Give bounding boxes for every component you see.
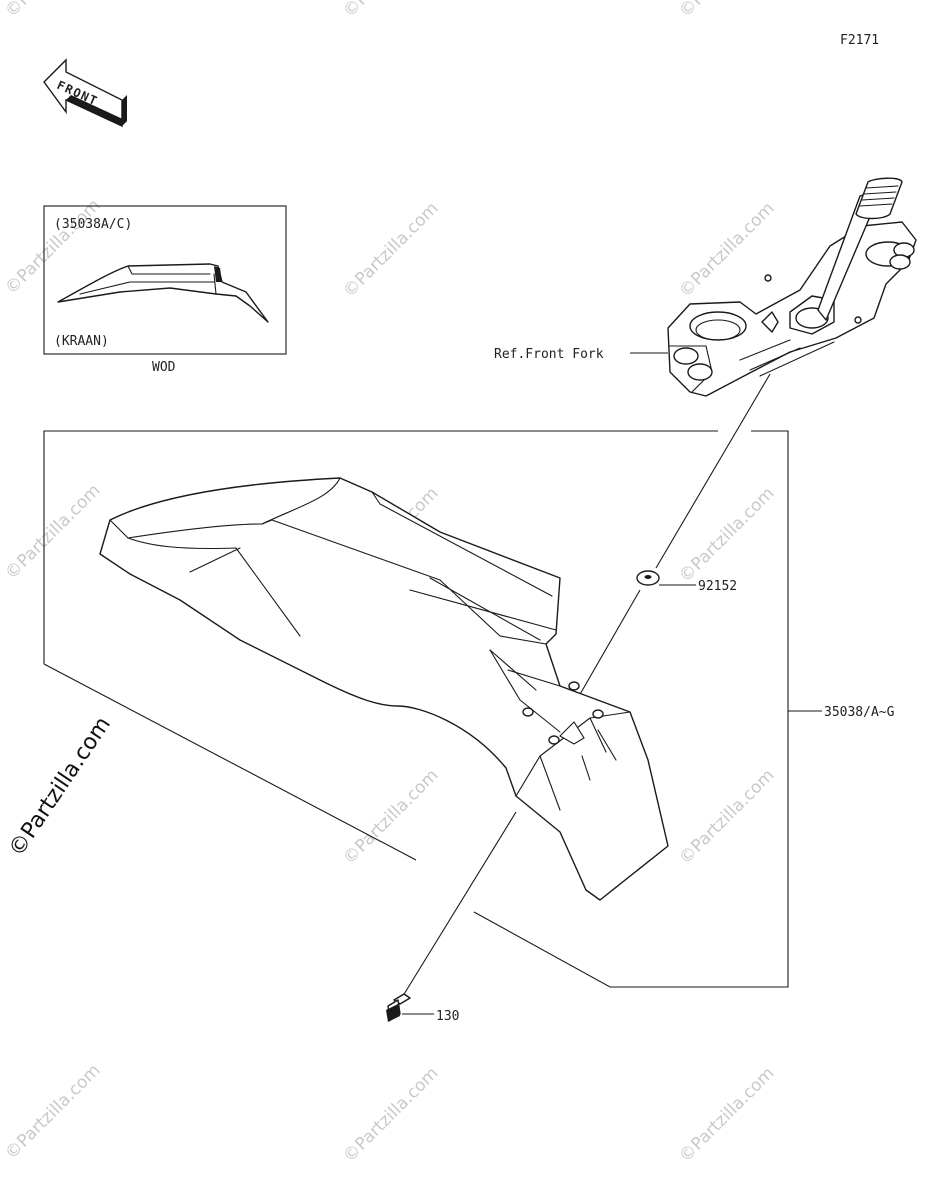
inset-fender-illustration xyxy=(57,263,269,323)
inset-top-label: (35038A/C) xyxy=(54,217,132,232)
watermark-text: ©Partzilla.com xyxy=(675,1063,778,1166)
watermark-text: ©Partzilla.com xyxy=(339,198,442,301)
watermark-text: ©Partzilla.com xyxy=(675,483,778,586)
watermark-text: ©Partzilla.com xyxy=(339,765,442,868)
watermark-text: ©Partzilla.com xyxy=(675,198,778,301)
ref-front-fork-callout: Ref.Front Fork xyxy=(494,347,604,362)
watermark-text: ©Partzilla.com xyxy=(339,1063,442,1166)
fender-part-number: 35038/A~G xyxy=(824,705,895,720)
watermark-text: ©Partzilla.com xyxy=(675,765,778,868)
watermark-text: ©Partzilla.com xyxy=(1,195,104,298)
assembly-bracket-top xyxy=(43,430,718,664)
variant-inset: (35038A/C) (KRAAN) WOD xyxy=(43,205,287,375)
fender-to-bolt-leader xyxy=(397,811,517,1005)
watermark-text: ©Partzilla.com xyxy=(675,0,778,22)
washer-icon xyxy=(636,570,660,586)
washer-part-number: 92152 xyxy=(698,579,737,594)
watermark-text: ©Partzilla.com xyxy=(1,0,104,22)
watermark-text: ©Partzilla.com xyxy=(1,1060,104,1163)
diagram-code: F2171 xyxy=(840,33,879,48)
clamp-to-washer-leader xyxy=(655,373,771,569)
bolt-icon xyxy=(386,993,411,1022)
inset-bottom-label: (KRAAN) xyxy=(54,334,109,349)
inset-caption: WOD xyxy=(152,360,176,375)
watermark-text: ©Partzilla.com xyxy=(339,0,442,22)
triple-clamp-illustration xyxy=(667,177,917,397)
front-fender-illustration xyxy=(99,477,669,901)
assembly-bracket-right xyxy=(473,430,789,988)
front-arrow-icon: FRONT xyxy=(43,58,127,128)
bolt-part-number: 130 xyxy=(436,1009,459,1024)
assembly-bracket-left xyxy=(43,663,417,861)
large-watermark: ©Partzilla.com xyxy=(4,712,116,861)
watermark-text: ©Partzilla.com xyxy=(1,480,104,583)
